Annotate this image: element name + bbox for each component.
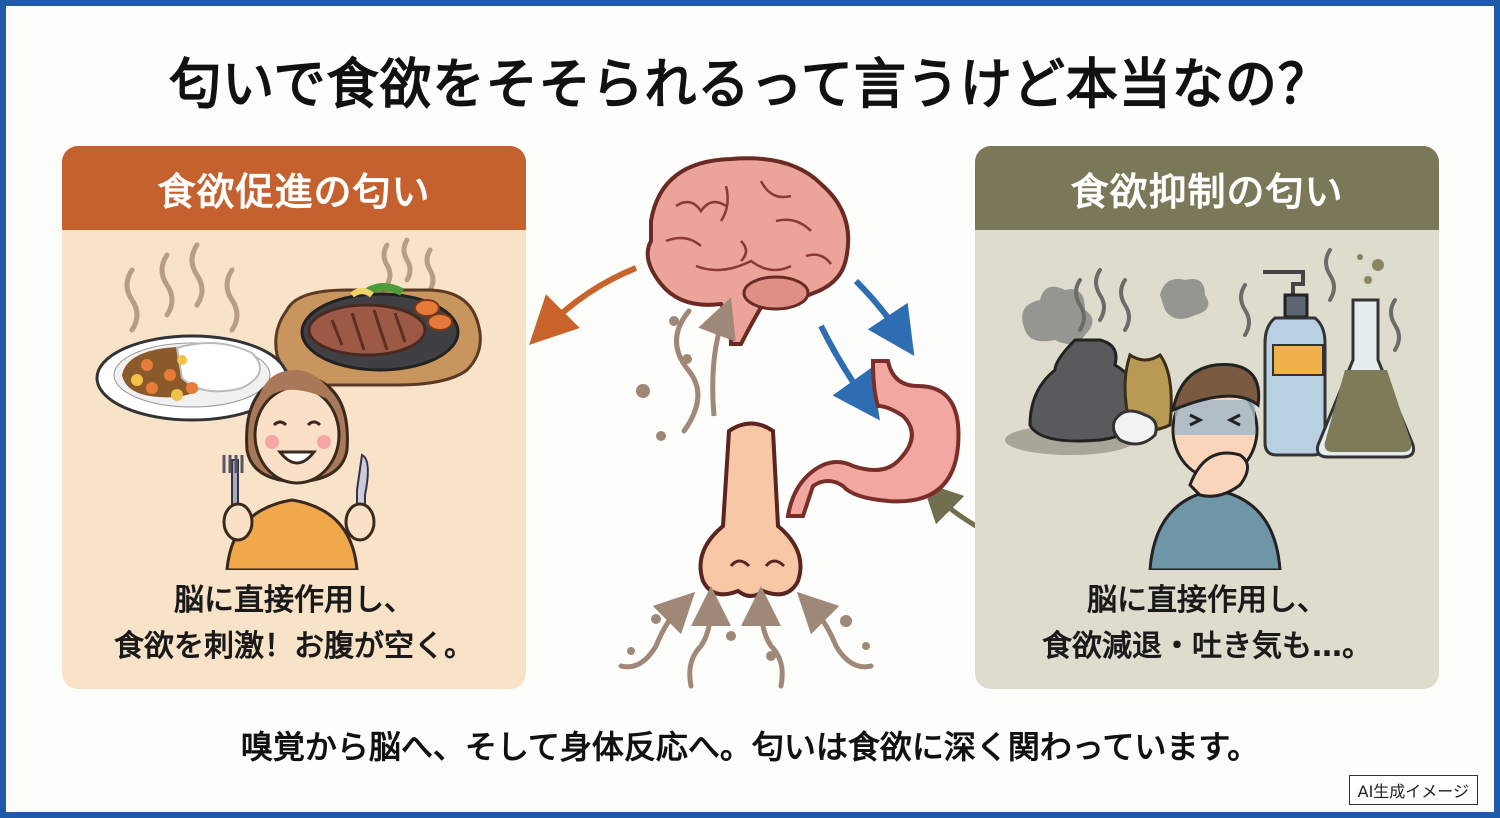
panel-header: 食欲促進の匂い bbox=[62, 146, 526, 230]
appetite-promoting-panel: 食欲促進の匂い bbox=[62, 146, 526, 689]
brain-to-stomach-arrow-icon bbox=[853, 278, 915, 356]
pump-bottle-icon bbox=[1263, 270, 1327, 457]
promote-arrow-icon bbox=[529, 265, 638, 345]
caption-line-2: 食欲を刺激！お腹が空く。 bbox=[114, 629, 474, 664]
scent-up-arrow-icon bbox=[698, 297, 736, 417]
suppress-arrow-icon bbox=[921, 481, 976, 529]
bad-smell-cloud-icon bbox=[1022, 279, 1209, 344]
summary-text: 嗅覚から脳へ、そして身体反応へ。匂いは食欲に深く関わっています。 bbox=[240, 728, 1260, 766]
appetite-food-illustration bbox=[95, 237, 482, 570]
steam-icon bbox=[124, 237, 436, 333]
brain-icon bbox=[645, 156, 851, 346]
brain-to-stomach-arrow-icon bbox=[818, 324, 880, 421]
panel-header: 食欲抑制の匂い bbox=[975, 146, 1439, 230]
panel-caption: 脳に直接作用し、 食欲を刺激！お腹が空く。 bbox=[62, 578, 526, 670]
curry-rice-icon bbox=[95, 334, 289, 422]
smell-brain-stomach-diagram bbox=[529, 156, 976, 689]
caption-line-2: 食欲減退・吐き気も…。 bbox=[1042, 629, 1372, 664]
page-title: 匂いで食欲をそそられるって言うけど本当なの？ bbox=[169, 53, 1331, 117]
stink-wave-icon bbox=[1074, 248, 1401, 352]
nauseous-man-icon bbox=[1148, 363, 1282, 570]
scent-wave-icon bbox=[674, 308, 701, 434]
steak-hotplate-icon bbox=[274, 283, 482, 387]
bad-smell-illustration bbox=[1005, 248, 1415, 570]
caption-line-1: 脳に直接作用し、 bbox=[1087, 583, 1327, 618]
ai-generated-badge: AI生成イメージ bbox=[1348, 775, 1478, 805]
appetite-suppressing-panel: 食欲抑制の匂い bbox=[975, 146, 1439, 689]
panel-caption: 脳に直接作用し、 食欲減退・吐き気も…。 bbox=[975, 578, 1439, 670]
nose-icon bbox=[698, 421, 803, 598]
caption-line-1: 脳に直接作用し、 bbox=[174, 583, 414, 618]
stomach-icon bbox=[785, 359, 961, 518]
flask-icon bbox=[1316, 254, 1415, 459]
garbage-bag-icon bbox=[1005, 338, 1173, 455]
smiling-woman-with-fork-knife-icon bbox=[222, 370, 376, 570]
